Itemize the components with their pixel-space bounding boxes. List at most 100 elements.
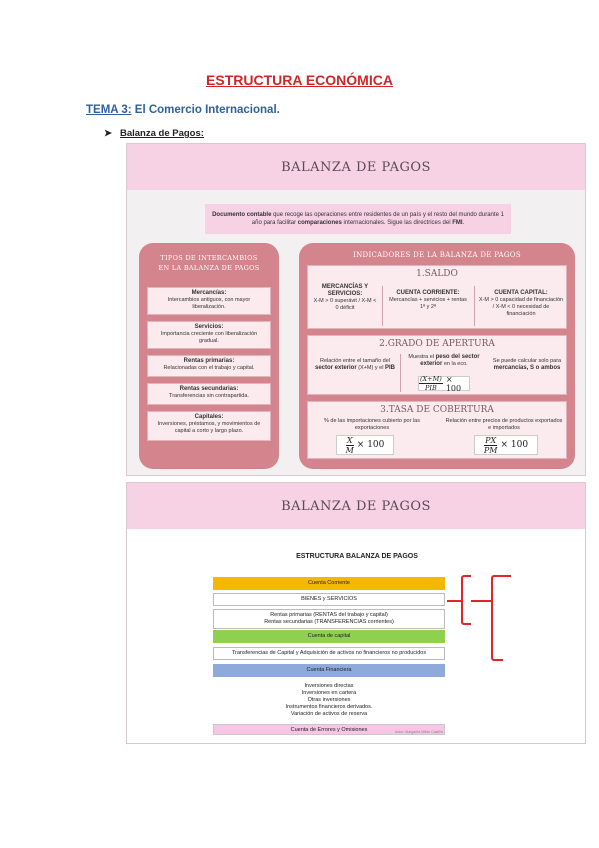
apertura-col-relacion: Relación entre el tamaño del sector exte… — [312, 358, 398, 372]
apertura-col-calculo: Se puede calcular solo para mercancías, … — [490, 358, 564, 372]
tipo-name: Mercancías: — [191, 290, 227, 296]
tipo-desc: Importancia creciente con liberalización… — [160, 331, 258, 344]
text: en la eco. — [442, 361, 468, 367]
formula-apertura: (X+M) PIB × 100 — [418, 374, 470, 393]
saldo-col-title: MERCANCÍAS Y SERVICIOS: — [321, 284, 369, 297]
slide-header-band — [127, 483, 585, 529]
fraction: X M — [346, 436, 354, 455]
saldo-col-desc: X-M > 0 superávit / X-M < 0 déficit — [313, 298, 377, 311]
rentas-bar: Rentas primarias (RENTAS del trabajo y c… — [213, 609, 445, 629]
tipos-title-line1: TIPOS DE INTERCAMBIOS — [160, 254, 258, 262]
fraction-denominator: PM — [483, 445, 498, 455]
cuenta-capital-bar: Cuenta de capital — [213, 630, 445, 643]
indicadores-panel: INDICADORES DE LA BALANZA DE PAGOS 1.SAL… — [299, 243, 575, 469]
financiera-items-list: Inversiones directas Inversiones en cart… — [213, 683, 445, 718]
slide-balanza-de-pagos-estructura: BALANZA DE PAGOS ESTRUCTURA BALANZA DE P… — [126, 482, 586, 744]
tipos-intercambios-panel: TIPOS DE INTERCAMBIOS EN LA BALANZA DE P… — [139, 243, 279, 469]
apertura-heading: 2.GRADO DE APERTURA — [379, 339, 495, 349]
tipo-name: Capitales: — [194, 414, 224, 420]
def-bold-end: FMI — [452, 220, 463, 226]
def-text1: que recoge las operaciones entre residen… — [251, 212, 504, 226]
text: (X+M) y el — [356, 365, 385, 371]
saldo-col-cuenta-corriente: CUENTA CORRIENTE: Mercancías + servicios… — [386, 290, 470, 311]
slide-heading: BALANZA DE PAGOS — [281, 499, 431, 514]
tipos-title-line2: EN LA BALANZA DE PAGOS — [158, 264, 260, 272]
tipo-item-capitales: Capitales: Inversiones, préstamos, y mov… — [147, 411, 271, 441]
slide-heading: BALANZA DE PAGOS — [281, 160, 431, 175]
transferencias-capital-bar: Transferencias de Capital y Adquisición … — [213, 647, 445, 660]
tipo-desc: Intercambios antiguos, con mayor liberal… — [167, 297, 251, 310]
estructura-title: ESTRUCTURA BALANZA DE PAGOS — [296, 553, 418, 560]
separator — [474, 286, 475, 326]
text-bold: sector exterior — [315, 365, 357, 371]
text-bold: peso del sector exterior — [420, 354, 480, 367]
tema-text: El Comercio Internacional. — [131, 104, 280, 116]
cobertura-heading: 3.TASA DE COBERTURA — [380, 405, 494, 415]
list-item: Inversiones en cartera — [301, 690, 357, 696]
arrow-bullet-icon: ➤ — [104, 128, 112, 139]
formula-times: × 100 — [500, 440, 529, 450]
apertura-col-peso: Muestra el peso del sector exterior en l… — [404, 354, 484, 368]
fraction: (X+M) PIB — [419, 375, 443, 392]
tipo-item-mercancias: Mercancías: Intercambios antiguos, con m… — [147, 287, 271, 315]
brace-connector — [447, 600, 461, 602]
list-item: Otras inversiones — [307, 697, 351, 703]
separator — [382, 286, 383, 326]
apertura-box: 2.GRADO DE APERTURA Relación entre el ta… — [307, 335, 567, 395]
tipos-title: TIPOS DE INTERCAMBIOS EN LA BALANZA DE P… — [139, 253, 279, 273]
text: Muestra el — [408, 354, 436, 360]
def-tail: . — [462, 220, 465, 226]
saldo-box: 1.SALDO MERCANCÍAS Y SERVICIOS: X-M > 0 … — [307, 265, 567, 329]
def-text2: internacionales. Sigue las directrices d… — [341, 220, 453, 226]
brace-outer — [491, 575, 503, 661]
formula-times: × 100 — [445, 374, 462, 393]
tipo-desc: Relacionadas con el trabajo y capital. — [163, 365, 255, 371]
cobertura-col-precios: Relación entre precios de productos expo… — [445, 418, 563, 431]
bullet-item: ➤ Balanza de Pagos: — [104, 128, 204, 139]
formula-relacion-precios: PX PM × 100 — [474, 435, 538, 455]
formula-cobertura: X M × 100 — [336, 435, 394, 455]
fraction: PX PM — [484, 436, 498, 455]
saldo-col-cuenta-capital: CUENTA CAPITAL: X-M > 0 capacidad de fin… — [478, 290, 564, 318]
text: Se puede calcular solo para — [492, 358, 562, 364]
text: Relación entre el tamaño del — [319, 358, 390, 364]
list-item: Inversiones directas — [304, 683, 354, 689]
text-bold: PIB — [384, 365, 395, 371]
document-title: ESTRUCTURA ECONÓMICA — [206, 72, 393, 88]
tipo-name: Servicios: — [194, 324, 224, 330]
fraction-numerator: PX — [484, 435, 498, 446]
indicadores-title: INDICADORES DE LA BALANZA DE PAGOS — [353, 251, 521, 259]
brace-cap-top — [503, 575, 511, 577]
rentas-primarias: Rentas primarias (RENTAS del trabajo y c… — [270, 612, 388, 618]
bienes-servicios-bar: BIENES y SERVICIOS — [213, 593, 445, 606]
tema-label: TEMA 3: — [86, 104, 132, 116]
def-bold-start: Documento contable — [212, 212, 272, 218]
fraction-denominator: PIB — [425, 384, 437, 392]
separator — [400, 354, 401, 392]
slide-balanza-de-pagos-indicadores: BALANZA DE PAGOS Documento contable que … — [126, 143, 586, 476]
brace-cuenta-corriente — [461, 575, 471, 625]
cuenta-corriente-bar: Cuenta Corriente — [213, 577, 445, 590]
cuenta-financiera-bar: Cuenta Financiera — [213, 664, 445, 677]
fraction-denominator: M — [345, 445, 354, 455]
fraction-numerator: X — [345, 435, 354, 446]
tipo-name: Rentas primarias: — [183, 358, 235, 364]
list-item: Instrumentos financieros derivados. — [285, 704, 373, 710]
fraction-numerator: (X+M) — [419, 375, 443, 384]
tipo-name: Rentas secundarias: — [179, 386, 239, 392]
author-credit: Autor: Margarita Millán Castilla — [395, 730, 443, 734]
cobertura-box: 3.TASA DE COBERTURA % de las importacion… — [307, 401, 567, 459]
cobertura-col-importaciones: % de las importaciones cubierto por las … — [324, 418, 420, 431]
tipo-desc: Transferencias sin contrapartida. — [169, 393, 249, 399]
saldo-col-desc: X-M > 0 capacidad de financiación / X-M … — [478, 297, 564, 317]
tipo-item-servicios: Servicios: Importancia creciente con lib… — [147, 321, 271, 349]
slide-header-band — [127, 144, 585, 190]
saldo-col-mercancias: MERCANCÍAS Y SERVICIOS: X-M > 0 superávi… — [312, 284, 378, 312]
tipo-desc: Inversiones, préstamos, y movimientos de… — [157, 421, 261, 434]
saldo-col-title: CUENTA CAPITAL: — [494, 290, 548, 296]
saldo-heading: 1.SALDO — [416, 269, 458, 279]
bullet-label: Balanza de Pagos: — [119, 128, 204, 139]
definition-box: Documento contable que recoge las operac… — [205, 204, 511, 234]
formula-times: × 100 — [356, 440, 385, 450]
def-bold-mid: comparaciones — [297, 220, 342, 226]
